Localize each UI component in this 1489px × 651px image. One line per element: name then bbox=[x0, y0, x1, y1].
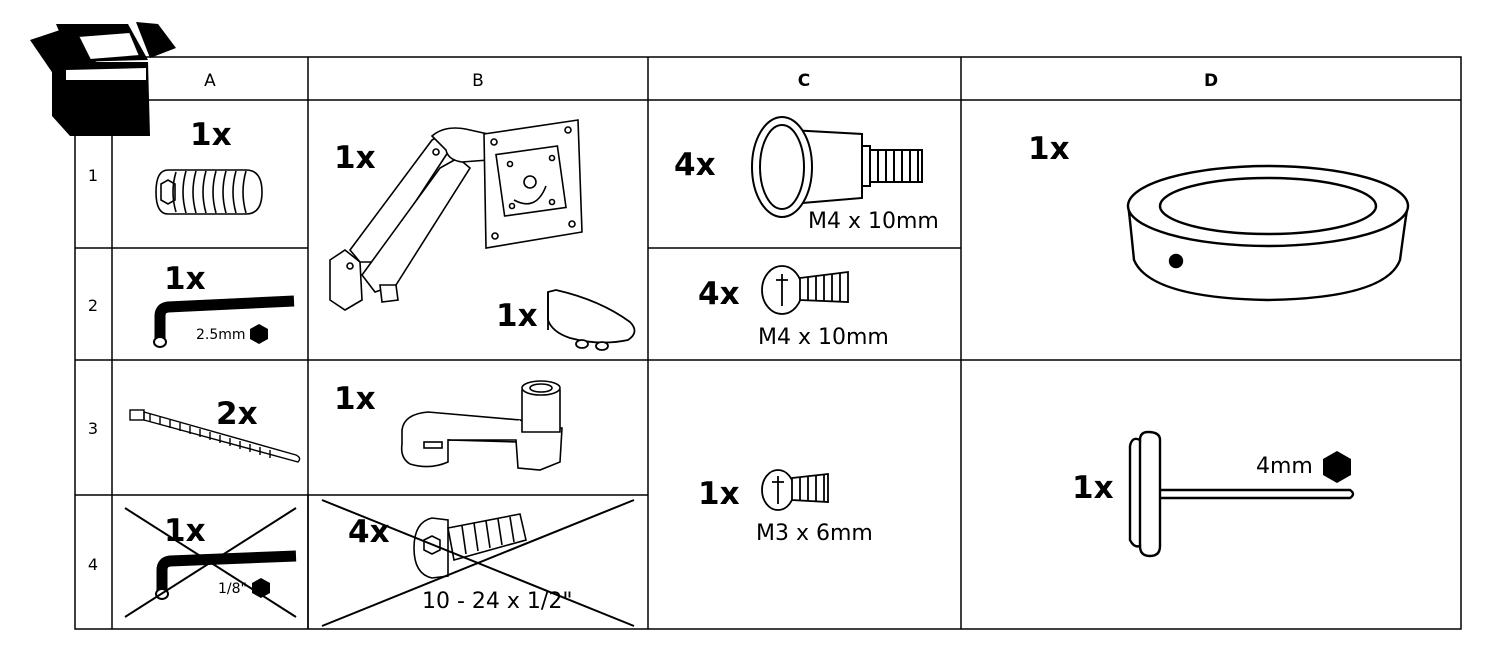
part-c1: 4x M4 x 10mm bbox=[674, 116, 939, 234]
thumb-screw-icon bbox=[751, 116, 923, 218]
t-hex-key-icon bbox=[1128, 430, 1355, 558]
hex-size-icon bbox=[250, 324, 268, 344]
row-header-2: 2 bbox=[88, 296, 98, 315]
row-header-1: 1 bbox=[88, 166, 98, 185]
part-d3-quantity: 1x bbox=[1072, 470, 1114, 506]
part-b4: 4x 10 - 24 x 1/2" bbox=[321, 499, 635, 627]
part-a2-spec: 2.5mm bbox=[196, 327, 246, 343]
part-c2: 4x M4 x 10mm bbox=[698, 265, 889, 350]
parts-table-grid bbox=[74, 56, 1462, 630]
monitor-arm-icon bbox=[329, 119, 583, 311]
column-header-d: D bbox=[1204, 71, 1218, 91]
part-b2: 1x bbox=[496, 289, 636, 351]
part-a2-quantity: 1x bbox=[164, 261, 206, 297]
part-c1-quantity: 4x bbox=[674, 147, 716, 183]
part-d3: 1x 4mm bbox=[1072, 430, 1355, 558]
column-header-c: C bbox=[798, 71, 810, 91]
threaded-insert-icon bbox=[155, 169, 263, 215]
cable-tie-icon bbox=[129, 409, 301, 463]
excluded-cross-icon bbox=[321, 499, 635, 627]
part-c2-quantity: 4x bbox=[698, 276, 740, 312]
phillips-screw-icon bbox=[761, 265, 849, 315]
part-a2: 1x 2.5mm bbox=[153, 261, 295, 348]
part-d3-spec: 4mm bbox=[1256, 454, 1313, 479]
part-c1-spec: M4 x 10mm bbox=[808, 209, 939, 234]
part-c3-quantity: 1x bbox=[698, 476, 740, 512]
part-a4: 1x 1/8" bbox=[124, 507, 297, 618]
part-b4-quantity: 4x bbox=[348, 514, 390, 550]
package-box-icon bbox=[30, 22, 176, 136]
hex-key-icon bbox=[153, 295, 295, 348]
part-d1: 1x bbox=[1028, 131, 1410, 302]
part-b3-quantity: 1x bbox=[334, 381, 376, 417]
part-a1-quantity: 1x bbox=[190, 117, 232, 153]
part-a4-quantity: 1x bbox=[164, 513, 206, 549]
extension-arm-icon bbox=[400, 380, 563, 471]
part-b3: 1x bbox=[334, 380, 563, 471]
phillips-screw-icon bbox=[761, 469, 829, 511]
part-c2-spec: M4 x 10mm bbox=[758, 325, 889, 350]
row-header-3: 3 bbox=[88, 419, 98, 438]
part-b4-spec: 10 - 24 x 1/2" bbox=[422, 589, 572, 614]
row-header-4: 4 bbox=[88, 555, 98, 574]
socket-screw-icon bbox=[413, 513, 527, 579]
part-a3-quantity: 2x bbox=[216, 396, 258, 432]
part-b1: 1x bbox=[329, 119, 583, 311]
part-a3: 2x bbox=[129, 396, 301, 463]
hex-size-icon bbox=[1323, 451, 1351, 483]
part-b1-quantity: 1x bbox=[334, 140, 376, 176]
column-header-a: A bbox=[204, 71, 216, 91]
part-a4-spec: 1/8" bbox=[218, 581, 247, 597]
base-ring-icon bbox=[1126, 164, 1410, 302]
column-header-b: B bbox=[472, 71, 484, 91]
cover-cap-icon bbox=[547, 289, 636, 351]
part-c3: 1x M3 x 6mm bbox=[698, 469, 873, 546]
part-b2-quantity: 1x bbox=[496, 298, 538, 334]
part-c3-spec: M3 x 6mm bbox=[756, 521, 873, 546]
part-a1: 1x bbox=[155, 117, 263, 215]
excluded-cross-icon bbox=[124, 507, 297, 618]
part-d1-quantity: 1x bbox=[1028, 131, 1070, 167]
